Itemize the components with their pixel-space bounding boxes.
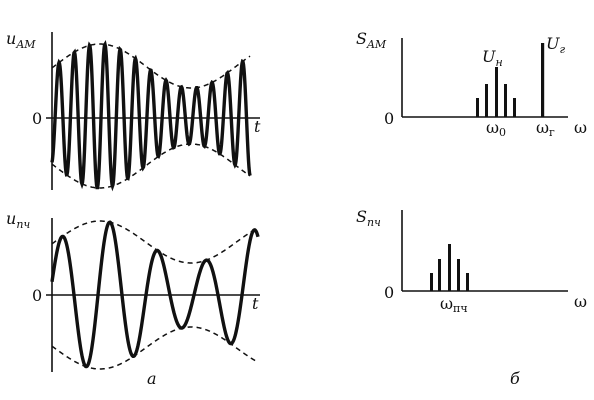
- am-spectrum-plot: SAM 0 Uн Uг ω0 ωг ω: [356, 29, 587, 139]
- am-spectral-line: [513, 98, 516, 117]
- am-spectrum-omega-label: ω: [574, 118, 587, 137]
- if-spectral-line: [430, 273, 433, 291]
- caption-b: б: [510, 369, 520, 388]
- am-spectrum-zero-label: 0: [384, 109, 394, 128]
- if-spectrum-zero-label: 0: [384, 283, 394, 302]
- am-signal-plot: uAM 0 t: [6, 29, 261, 192]
- caption-a: a: [147, 369, 157, 388]
- if-spectral-line-center: [448, 244, 451, 291]
- if-spectral-line: [466, 273, 469, 291]
- am-spectral-line: [476, 98, 479, 117]
- am-spectrum-s-label: SAM: [356, 29, 387, 51]
- if-signal-plot: uпч 0 t: [6, 209, 260, 372]
- am-spectral-line: [485, 84, 488, 117]
- ug-label: Uг: [546, 34, 565, 56]
- am-y-label: uAM: [6, 29, 36, 51]
- omegag-label: ωг: [536, 118, 555, 139]
- if-zero-label: 0: [32, 286, 42, 305]
- if-spectrum-s-label: Sпч: [356, 207, 381, 229]
- omegapch-label: ωпч: [440, 294, 468, 315]
- if-envelope-top: [51, 220, 259, 264]
- if-t-label: t: [252, 294, 259, 313]
- am-t-label: t: [254, 117, 261, 136]
- am-spectral-line: [504, 84, 507, 117]
- if-spectrum-plot: Sпч 0 ωпч ω: [356, 207, 587, 315]
- un-label: Uн: [482, 47, 503, 69]
- if-wave: [50, 220, 260, 369]
- if-y-label: uпч: [6, 209, 30, 231]
- if-spectrum-omega-label: ω: [574, 292, 587, 311]
- am-carrier-wave: [50, 40, 252, 192]
- omega0-label: ω0: [486, 118, 506, 139]
- if-spectral-line: [438, 259, 441, 291]
- am-zero-label: 0: [32, 109, 42, 128]
- heterodyne-spectral-line: [541, 43, 545, 117]
- am-envelope-top: [51, 43, 251, 89]
- am-spectral-line-center: [495, 67, 498, 117]
- am-envelope-bottom: [51, 143, 251, 189]
- if-spectral-line: [457, 259, 460, 291]
